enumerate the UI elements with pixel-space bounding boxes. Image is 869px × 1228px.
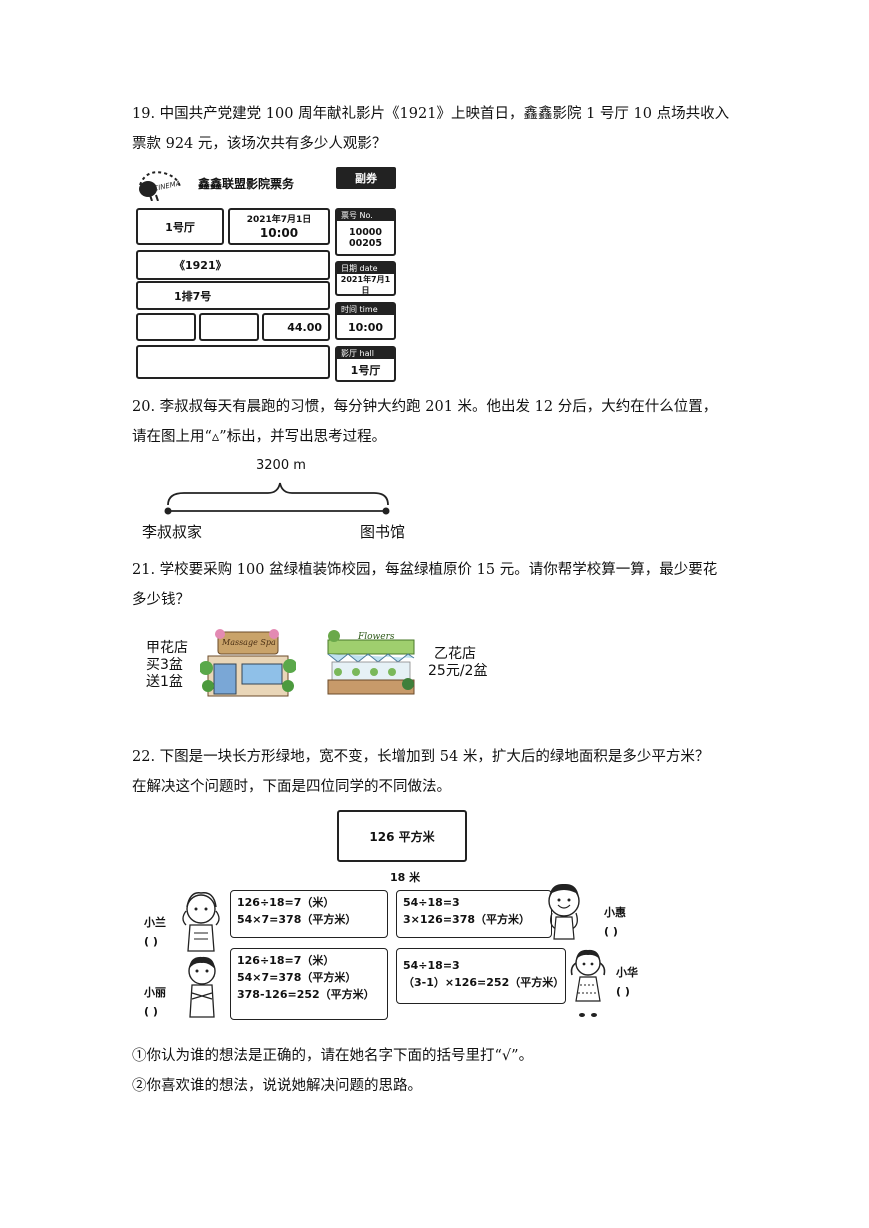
stub-label: 影厅 hall (337, 348, 394, 359)
answer-paren[interactable]: ( ) (604, 925, 618, 938)
stub-ticket-no: 票号 No. 10000 00205 (335, 208, 396, 256)
stub-label: 日期 date (337, 263, 394, 274)
shop-a-name: 甲花店 (146, 640, 188, 656)
answer-paren[interactable]: ( ) (144, 1005, 158, 1018)
stub-value: 2021年7月1日 (340, 274, 391, 295)
answer-paren[interactable]: ( ) (616, 985, 630, 998)
q22-text-line1: 22. 下图是一块长方形绿地，宽不变，长增加到 54 米，扩大后的绿地面积是多少… (132, 749, 710, 765)
shop-a-offer-2: 送1盆 (146, 674, 183, 690)
shop-b-offer: 25元/2盆 (428, 663, 488, 679)
ticket-film: 《1921》 (136, 250, 330, 280)
student-name: 小惠 (604, 906, 626, 919)
movie-ticket: CINEMA 鑫鑫联盟影院票务 副券 1号厅 2021年7月1日 10:00 《… (132, 163, 402, 385)
svg-text:CINEMA: CINEMA (153, 179, 182, 193)
girl-xiaolan-icon (182, 892, 220, 952)
student-xiaohui: 小惠 ( ) (604, 903, 626, 941)
solution-line: 3×126=378（平方米） (403, 913, 531, 926)
stub-label: 时间 time (337, 304, 394, 315)
solution-line: 54×7=378（平方米） (237, 971, 357, 984)
shop-b-text: 乙花店 25元/2盆 (428, 646, 487, 680)
ticket-price: 44.00 (262, 313, 330, 341)
area-rectangle: 126 平方米 (337, 810, 467, 862)
q22-sub2: ②你喜欢谁的想法，说说她解决问题的思路。 (132, 1078, 422, 1094)
girl-xiaoli-icon (188, 956, 216, 1018)
q20-text-line2: 请在图上用“▵”标出，并写出思考过程。 (132, 429, 387, 445)
bubble-xiaohua: 54÷18=3 （3-1）×126=252（平方米） (396, 948, 566, 1004)
cinema-logo-icon: CINEMA (139, 171, 182, 201)
storefront-icon (199, 629, 297, 697)
flower-shop-icon (327, 630, 415, 695)
ticket-time: 10:00 (259, 225, 299, 240)
girl-xiaohua-icon (570, 949, 606, 1017)
solution-line: 378-126=252（平方米） (237, 988, 375, 1001)
student-xiaohua: 小华 ( ) (616, 963, 638, 1001)
shop-b-illustration: Flowers (324, 626, 420, 696)
solutions-figure: 126 平方米 18 米 小兰 ( ) 126÷18=7（米） 54×7=378… (132, 805, 650, 1025)
solution-line: 54÷18=3 (403, 896, 460, 909)
student-xiaolan: 小兰 ( ) (144, 913, 166, 951)
stub-time: 时间 time 10:00 (335, 302, 396, 340)
ticket-date: 2021年7月1日 (246, 214, 312, 225)
solution-line: 54÷18=3 (403, 959, 460, 972)
student-name: 小丽 (144, 986, 166, 999)
bubble-xiaoli: 126÷18=7（米） 54×7=378（平方米） 378-126=252（平方… (230, 948, 388, 1020)
q20-text-line1: 20. 李叔叔每天有晨跑的习惯，每分钟大约跑 201 米。他出发 12 分后，大… (132, 399, 718, 415)
bubble-xiaohui: 54÷18=3 3×126=378（平方米） (396, 890, 552, 938)
stub-date: 日期 date 2021年7月1日 (335, 261, 396, 296)
shop-a-illustration: Massage Spa (199, 628, 297, 698)
distance-label: 3200 m (256, 458, 306, 473)
student-xiaoli: 小丽 ( ) (144, 983, 166, 1021)
student-name: 小兰 (144, 916, 166, 929)
solution-line: 126÷18=7（米） (237, 896, 335, 909)
q22-sub1: ①你认为谁的想法是正确的，请在她名字下面的括号里打“√”。 (132, 1048, 534, 1064)
girl-xiaohui-icon (548, 883, 580, 940)
q21-text-line2: 多少钱？ (132, 592, 190, 608)
ticket-hall: 1号厅 (136, 208, 224, 245)
ticket-blank-3 (136, 345, 330, 379)
q19-text-line2: 票款 924 元，该场次共有多少人观影？ (132, 136, 387, 152)
shop-a-text: 甲花店 买3盆 送1盆 (146, 640, 188, 691)
answer-paren[interactable]: ( ) (144, 935, 158, 948)
route-line (164, 482, 390, 515)
ticket-header: 鑫鑫联盟影院票务 (198, 177, 295, 191)
shop-b-name: 乙花店 (434, 646, 476, 662)
stub-hall: 影厅 hall 1号厅 (335, 346, 396, 382)
stub-label: 票号 No. (337, 210, 394, 221)
shop-b-sign: Flowers (358, 632, 395, 642)
route-diagram: 3200 m 李叔叔家 图书馆 (138, 455, 418, 545)
student-name: 小华 (616, 966, 638, 979)
width-label: 18 米 (390, 871, 421, 884)
stub-value: 1号厅 (350, 363, 381, 377)
solution-line: 54×7=378（平方米） (237, 913, 357, 926)
q21-text-line1: 21. 学校要采购 100 盆绿植装饰校园，每盆绿植原价 15 元。请你帮学校算… (132, 562, 718, 578)
solution-line: 126÷18=7（米） (237, 954, 335, 967)
shop-a-sign: Massage Spa (222, 638, 276, 647)
stub-tag: 副券 (336, 167, 396, 189)
stub-value: 10000 00205 (348, 227, 383, 249)
end-label: 图书馆 (360, 523, 406, 541)
ticket-seat: 1排7号 (136, 281, 330, 310)
ticket-blank-1 (136, 313, 196, 341)
stub-value: 10:00 (347, 320, 383, 334)
q22-text-line2: 在解决这个问题时，下面是四位同学的不同做法。 (132, 779, 451, 795)
q19-text-line1: 19. 中国共产党建党 100 周年献礼影片《1921》上映首日，鑫鑫影院 1 … (132, 106, 730, 122)
bubble-xiaolan: 126÷18=7（米） 54×7=378（平方米） (230, 890, 388, 938)
start-label: 李叔叔家 (142, 523, 203, 541)
ticket-datetime: 2021年7月1日 10:00 (228, 208, 330, 245)
ticket-blank-2 (199, 313, 259, 341)
shop-a-offer-1: 买3盆 (146, 657, 183, 673)
solution-line: （3-1）×126=252（平方米） (403, 976, 565, 989)
